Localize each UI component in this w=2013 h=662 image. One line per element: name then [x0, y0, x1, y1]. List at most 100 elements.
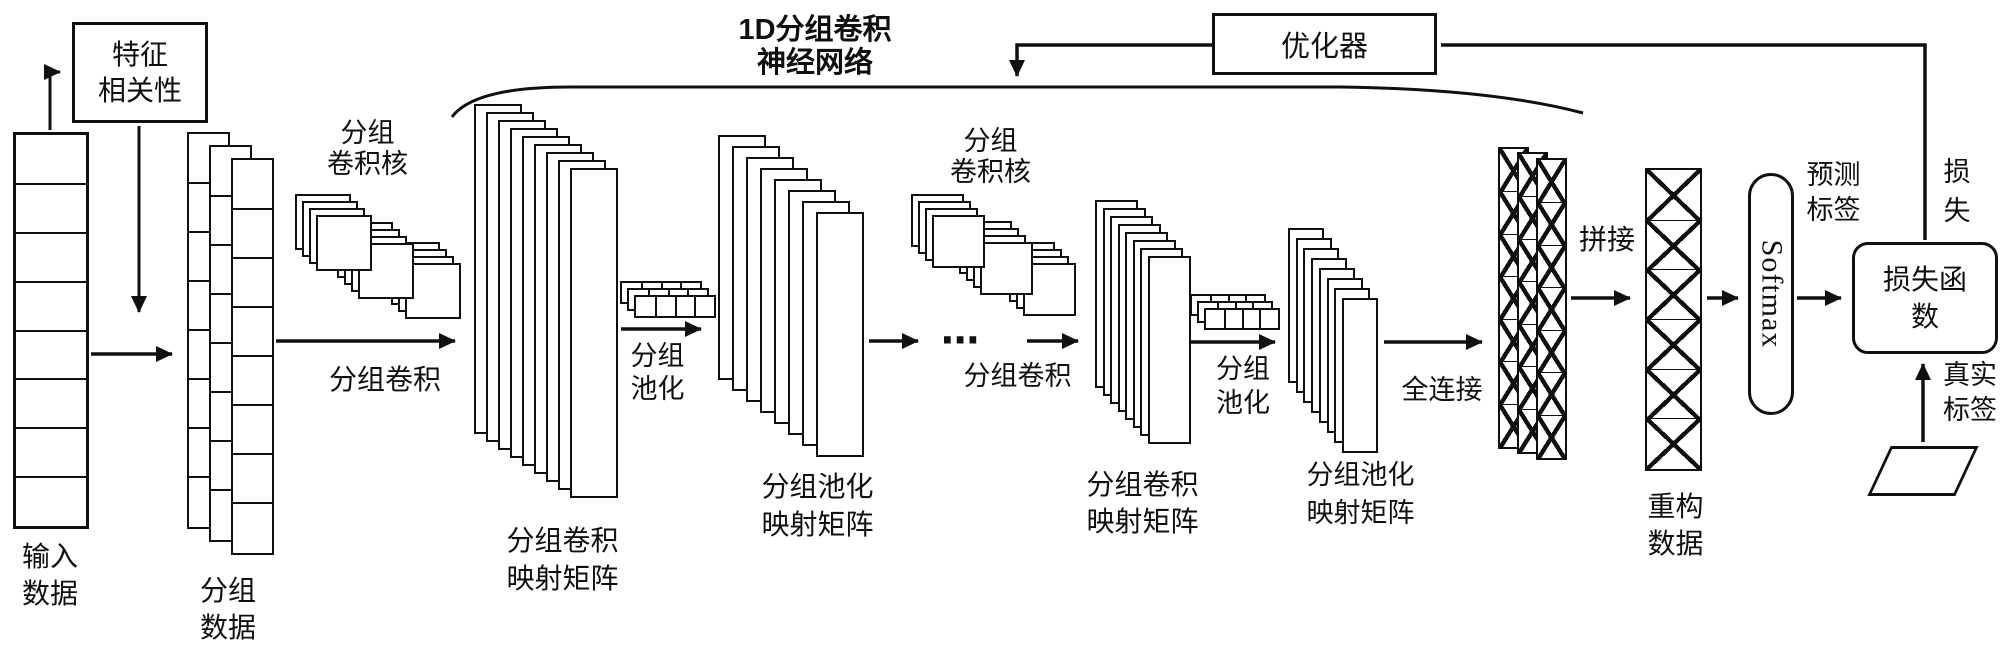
pool-window-1-row: [634, 295, 716, 318]
grouped-data-column-2-divider: [211, 244, 250, 246]
grouped-data-column-2-divider: [211, 293, 250, 295]
fc-output-column-3-xcell: [1538, 202, 1565, 246]
pool-window-2-row-divider: [1259, 310, 1261, 328]
loss-function-line1: 损失函: [1882, 264, 1967, 295]
true-label-line1: 真实: [1943, 360, 1997, 390]
grouped-data-column-2-divider: [211, 440, 250, 442]
pool-window-2-row-divider: [1224, 310, 1226, 328]
kernel2-line1: 分组: [963, 126, 1018, 156]
fc-output-column-3-xcell: [1538, 415, 1565, 459]
loss-label: 损 失: [1936, 153, 1978, 231]
network-title-line1: 1D分组卷积: [738, 14, 892, 46]
pool-window-2-row: [1204, 308, 1280, 330]
feature-correlation-line2: 相关性: [97, 74, 182, 106]
feature-correlation-line1: 特征: [111, 38, 168, 70]
pool-matrix-2-sheet: [1341, 298, 1378, 453]
optimizer-label: 优化器: [1280, 31, 1368, 63]
grouped-data-column-3-divider: [233, 453, 272, 455]
pool-window-1-row-divider: [675, 297, 677, 316]
pool-matrix-1-sheet: [816, 212, 864, 457]
conv-kernels-1-sheet: [405, 263, 461, 319]
input-to-feature-correlation-arrow: [44, 64, 61, 130]
grouped-data-column-3-divider: [233, 306, 272, 308]
grouped-data-column-2-divider: [211, 391, 250, 393]
network-title-line2: 神经网络: [756, 47, 873, 79]
grouped-data-column-3-divider: [233, 208, 272, 210]
input-data-column-divider: [16, 183, 86, 185]
grouped-data-column-1-divider: [189, 182, 228, 184]
conv-matrix2-line1: 分组卷积: [1086, 469, 1199, 500]
conv-matrix-1-sheet: [570, 168, 618, 498]
pool2-line1: 分组: [1216, 354, 1270, 384]
grouped-data-column-2-divider: [211, 195, 250, 197]
input-data-column-divider: [16, 476, 86, 478]
input-data-column: [13, 132, 89, 529]
grouped-data-label: 分组 数据: [173, 572, 283, 646]
grouped-data-column-3-divider: [233, 257, 272, 259]
grouped-data-column-1-divider: [189, 378, 228, 380]
grouped-data-column-2-divider: [211, 342, 250, 344]
fc-output-column-3-xcell: [1538, 245, 1565, 289]
grouped-data-line2: 数据: [199, 612, 256, 643]
softmax-label: Softmax: [1755, 239, 1789, 349]
reconstructed-data-label: 重构 数据: [1618, 488, 1733, 562]
pool-matrix1-line2: 映射矩阵: [761, 509, 874, 540]
input-data-line1: 输入: [21, 541, 78, 572]
input-data-column-divider: [16, 330, 86, 332]
loss-label-line1: 损: [1943, 157, 1971, 187]
conv-matrix1-line2: 映射矩阵: [506, 563, 619, 594]
conv-kernels-1-sheet: [316, 215, 372, 271]
true-label-parallelogram: [1867, 446, 1979, 496]
network-title: 1D分组卷积 神经网络: [655, 14, 975, 80]
conv-matrix1-line1: 分组卷积: [506, 525, 619, 556]
reconstructed-data-column-xcell: [1647, 220, 1700, 271]
kernel2-line2: 卷积核: [950, 157, 1031, 187]
conv-matrix1-label: 分组卷积 映射矩阵: [480, 522, 645, 598]
feature-correlation-box: 特征 相关性: [72, 22, 208, 123]
fc-output-column-3-xcell: [1538, 330, 1565, 374]
input-data-column-divider: [16, 281, 86, 283]
pool-matrix1-label: 分组池化 映射矩阵: [735, 468, 900, 544]
input-data-line2: 数据: [21, 578, 78, 609]
kernel2-label: 分组 卷积核: [928, 126, 1053, 188]
grouped-data-column-3: [231, 158, 274, 555]
optimizer-feedback-arrow: [1009, 43, 1212, 77]
reconstructed-data-column-xcell: [1647, 319, 1700, 370]
pool1-line2: 池化: [630, 374, 685, 404]
pool1-line1: 分组: [630, 341, 685, 371]
fc-output-column-3-xcell: [1538, 372, 1565, 416]
network-brace: [450, 85, 1584, 118]
grouped-data-column-1-divider: [189, 329, 228, 331]
pool-window-2-row-divider: [1242, 310, 1244, 328]
grouped-data-column-1-divider: [189, 280, 228, 282]
input-data-column-divider: [16, 378, 86, 380]
conv-matrix-2-sheet: [1147, 256, 1191, 444]
pool2-arrow-label: 分组 池化: [1183, 352, 1303, 420]
grouped-data-column-3-divider: [233, 502, 272, 504]
loss-function-box: 损失函 数: [1852, 242, 1998, 354]
kernel1-line1: 分组: [340, 118, 395, 148]
grouped-data-line1: 分组: [199, 575, 256, 606]
reconstructed-data-column-xcell: [1647, 269, 1700, 320]
reconstructed-data-column: [1645, 168, 1702, 471]
predicted-label: 预测 标签: [1776, 158, 1891, 228]
grouped-data-column-1-divider: [189, 427, 228, 429]
kernel1-label: 分组 卷积核: [305, 118, 430, 180]
reconstructed-data-column-xcell: [1647, 418, 1700, 469]
grouped-data-column-3-divider: [233, 355, 272, 357]
pool-window-1-row-divider: [655, 297, 657, 316]
pool-matrix2-label: 分组池化 映射矩阵: [1283, 456, 1438, 532]
reconstructed-data-line2: 数据: [1647, 528, 1704, 559]
pool-matrix1-line1: 分组池化: [761, 471, 874, 502]
pool2-line2: 池化: [1216, 388, 1270, 418]
predicted-label-line1: 预测: [1806, 160, 1861, 190]
grouped-data-column-3-divider: [233, 404, 272, 406]
fully-connected-label: 全连接: [1401, 375, 1483, 405]
loss-label-line2: 失: [1943, 196, 1971, 226]
true-label-line2: 标签: [1943, 395, 1997, 425]
grouped-data-column-2-divider: [211, 489, 250, 491]
reconstructed-data-column-xcell: [1647, 369, 1700, 420]
conv-matrix2-label: 分组卷积 映射矩阵: [1060, 466, 1225, 540]
reconstructed-data-line1: 重构: [1647, 491, 1704, 522]
predicted-label-line2: 标签: [1806, 195, 1861, 225]
